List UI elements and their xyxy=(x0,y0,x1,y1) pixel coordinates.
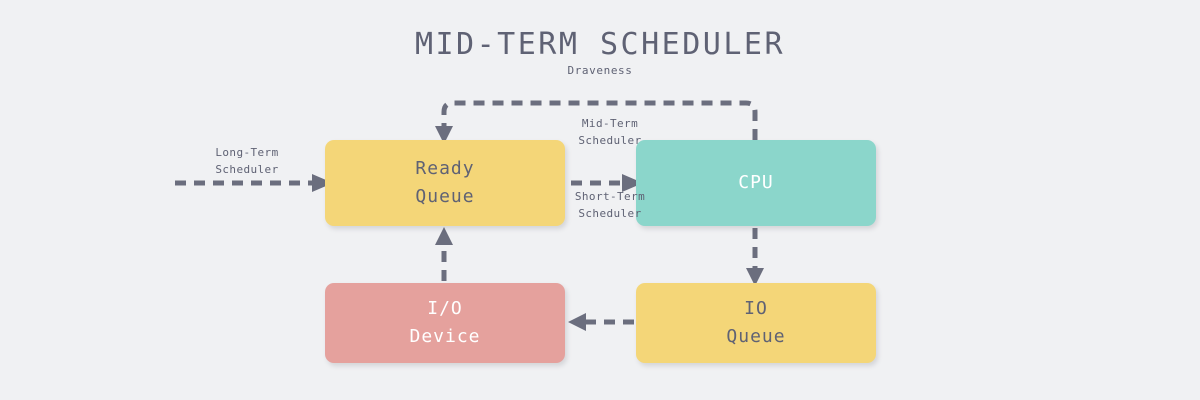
arrow-long-term-to-ready xyxy=(175,174,333,192)
arrow-io-queue-to-io-device xyxy=(568,313,634,331)
edge-label-short-term-line1: Short-Term xyxy=(574,190,646,203)
edge-label-mid-term-scheduler: Mid-Term Scheduler xyxy=(530,115,690,149)
edge-label-long-term-scheduler: Long-Term Scheduler xyxy=(167,144,327,178)
node-cpu-line1: CPU xyxy=(738,172,774,194)
edge-label-mid-term-line2: Scheduler xyxy=(578,134,642,148)
edge-label-mid-term-line1: Mid-Term xyxy=(581,117,639,130)
arrow-ready-to-cpu xyxy=(571,174,643,192)
node-io-device-line1: I/O xyxy=(427,298,463,320)
edge-label-short-term-line2: Scheduler xyxy=(578,207,642,221)
arrow-cpu-to-io-queue xyxy=(746,228,764,286)
edge-label-long-term-line1: Long-Term xyxy=(215,146,279,159)
page-title: MID-TERM SCHEDULER xyxy=(414,27,786,62)
arrow-cpu-to-ready-midterm xyxy=(435,100,758,144)
node-io-device-line2: Device xyxy=(409,326,481,347)
node-ready-queue[interactable]: Ready Queue xyxy=(325,140,565,226)
edge-label-long-term-line2: Scheduler xyxy=(215,163,279,177)
node-io-queue[interactable]: IO Queue xyxy=(636,283,876,363)
node-io-device[interactable]: I/O Device xyxy=(325,283,565,363)
arrow-io-device-to-ready xyxy=(435,227,453,281)
edge-label-short-term-scheduler: Short-Term Scheduler xyxy=(530,188,690,222)
node-ready-queue-line1: Ready xyxy=(415,158,475,180)
page-subtitle: Draveness xyxy=(567,64,633,77)
node-io-queue-line1: IO xyxy=(744,298,768,320)
node-ready-queue-line2: Queue xyxy=(415,186,475,207)
node-io-queue-line2: Queue xyxy=(726,326,786,347)
node-cpu[interactable]: CPU xyxy=(636,140,876,226)
